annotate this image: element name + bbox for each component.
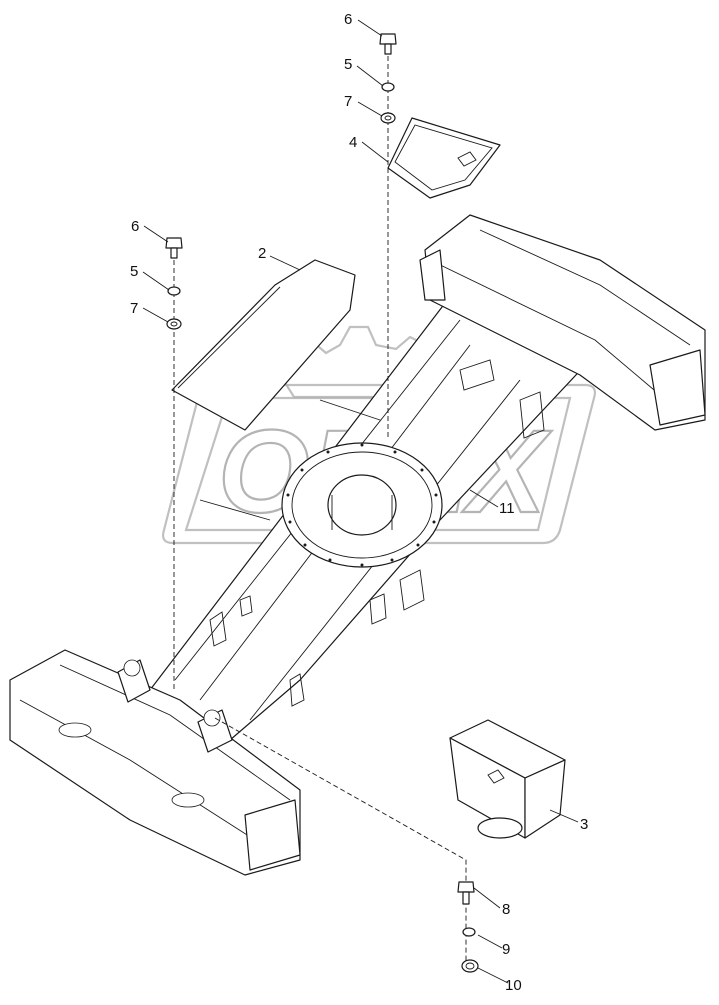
fasteners-top xyxy=(379,33,397,124)
fasteners-bottom xyxy=(457,881,479,973)
callout-3: 3 xyxy=(580,816,588,833)
callout-11: 11 xyxy=(499,500,515,517)
callout-8: 8 xyxy=(502,901,510,918)
callout-9: 9 xyxy=(502,941,510,958)
callout-7-top: 7 xyxy=(344,93,352,110)
callout-10: 10 xyxy=(505,977,522,994)
callout-7-left: 7 xyxy=(130,300,138,317)
leader-lines xyxy=(142,19,579,984)
callout-6-left: 6 xyxy=(131,218,139,235)
ring-bolt-holes xyxy=(286,443,438,567)
callout-2: 2 xyxy=(258,245,266,262)
fasteners-left xyxy=(165,237,183,330)
callout-4: 4 xyxy=(349,134,357,151)
callouts: 6 5 7 4 6 5 7 2 11 3 8 9 10 xyxy=(130,11,588,994)
cover-plate-2 xyxy=(171,259,356,431)
callout-5-top: 5 xyxy=(344,56,352,73)
main-frame xyxy=(9,214,706,876)
cover-4 xyxy=(387,117,501,199)
callout-6-top: 6 xyxy=(344,11,352,28)
box-3 xyxy=(449,719,566,839)
callout-5-left: 5 xyxy=(130,263,138,280)
